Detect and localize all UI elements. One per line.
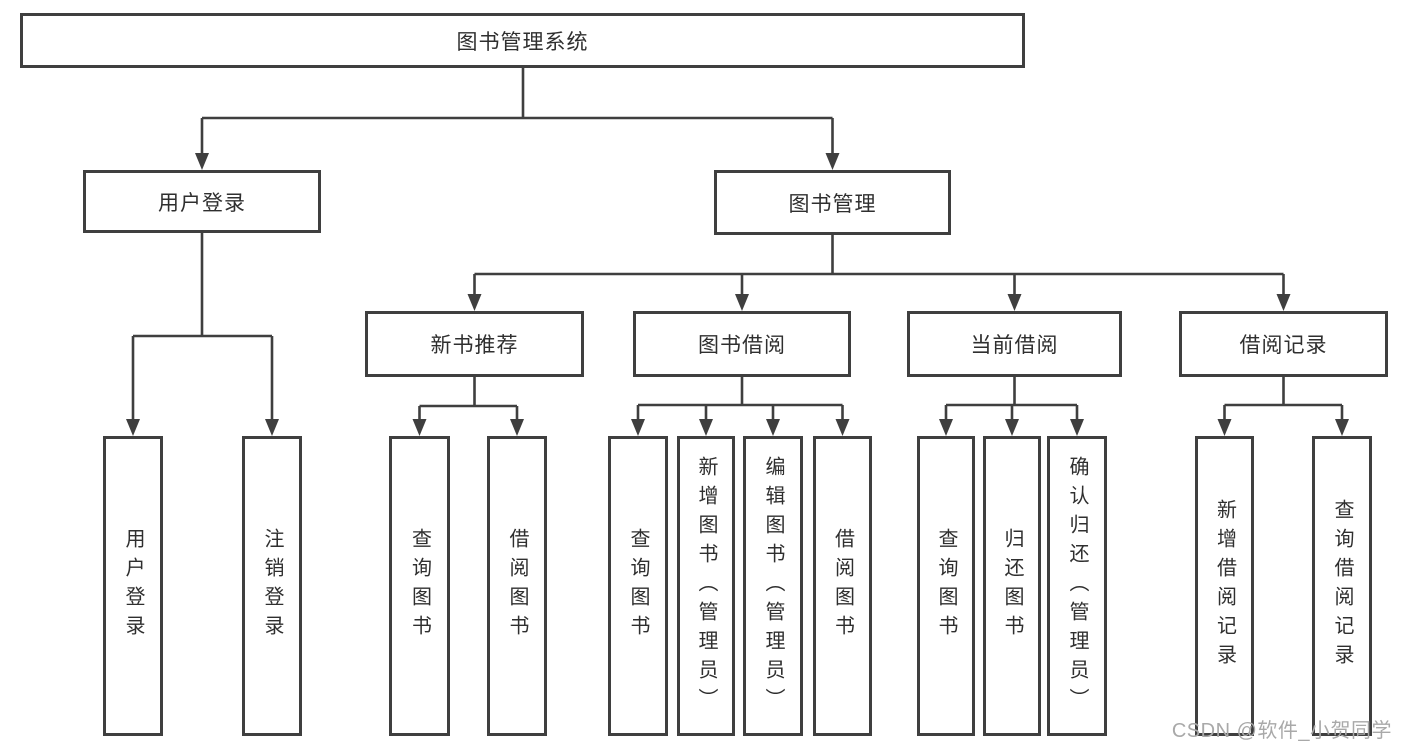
connector-book-borrowing — [631, 377, 850, 436]
leaf-user-login: 用户登录 — [103, 436, 163, 736]
connector-root — [195, 68, 840, 170]
node-new-book-recommend: 新书推荐 — [365, 311, 584, 377]
leaf-borrow-books-2: 借阅图书 — [813, 436, 872, 736]
node-book-borrowing: 图书借阅 — [633, 311, 851, 377]
connector-user-login — [126, 233, 279, 436]
leaf-query-books-1: 查询图书 — [389, 436, 450, 736]
csdn-watermark: CSDN @软件_小贺同学 — [1171, 720, 1392, 742]
connector-book-management — [467, 235, 1291, 311]
leaf-query-books-2: 查询图书 — [608, 436, 668, 736]
leaf-query-borrow-record: 查询借阅记录 — [1312, 436, 1372, 736]
node-current-borrowing: 当前借阅 — [907, 311, 1122, 377]
leaf-add-borrow-record: 新增借阅记录 — [1195, 436, 1254, 736]
node-library-management-system: 图书管理系统 — [20, 13, 1025, 68]
leaf-borrow-books-1: 借阅图书 — [487, 436, 547, 736]
leaf-query-books-3: 查询图书 — [917, 436, 975, 736]
leaf-add-book-admin: 新增图书（管理员） — [677, 436, 735, 736]
connector-current-borrowing — [939, 377, 1084, 436]
leaf-confirm-return-admin: 确认归还（管理员） — [1047, 436, 1107, 736]
connector-new-book-recommend — [412, 377, 524, 436]
node-borrowing-records: 借阅记录 — [1179, 311, 1388, 377]
leaf-logout-login: 注销登录 — [242, 436, 302, 736]
node-book-management: 图书管理 — [714, 170, 951, 235]
connector-borrowing-records — [1217, 377, 1349, 436]
node-user-login: 用户登录 — [83, 170, 321, 233]
leaf-return-books: 归还图书 — [983, 436, 1041, 736]
leaf-edit-book-admin: 编辑图书（管理员） — [743, 436, 803, 736]
